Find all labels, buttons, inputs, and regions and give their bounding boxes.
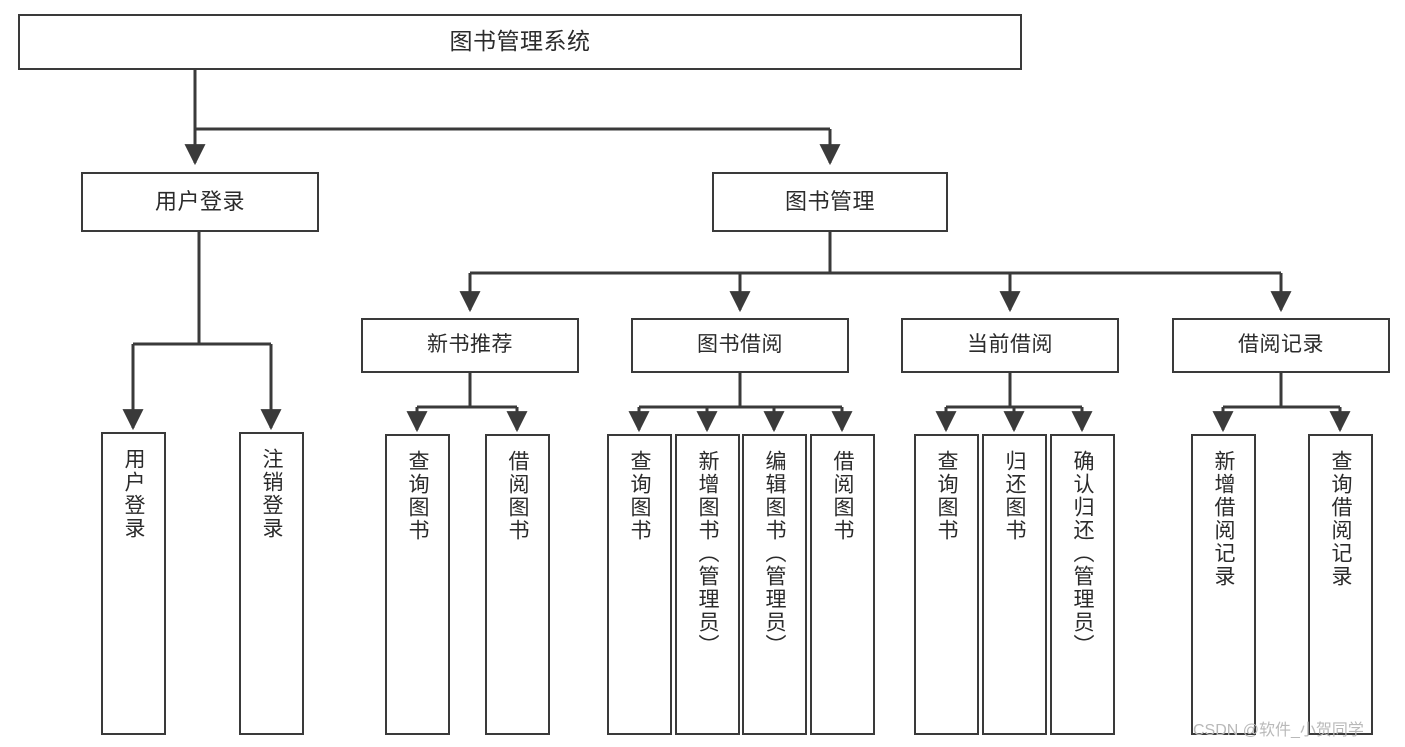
node-label: 图书管理	[784, 189, 875, 215]
leaf-current-return-book[interactable]: 归还图书	[982, 434, 1047, 735]
node-label: 查询图书	[406, 450, 429, 542]
node-book-management[interactable]: 图书管理	[712, 172, 948, 232]
node-label: 借阅图书	[831, 450, 854, 542]
node-label: 新书推荐	[427, 333, 513, 357]
node-label: 编辑图书（管理员）	[763, 450, 786, 657]
node-label: 借阅记录	[1238, 333, 1324, 357]
node-label: 确认归还（管理员）	[1071, 450, 1094, 657]
node-label: 用户登录	[154, 189, 245, 215]
node-label: 用户登录	[122, 448, 145, 540]
node-label: 注销登录	[260, 448, 283, 540]
node-label: 图书管理系统	[449, 28, 591, 55]
node-label: 查询借阅记录	[1329, 450, 1352, 588]
node-label: 归还图书	[1003, 450, 1026, 542]
leaf-record-add-record[interactable]: 新增借阅记录	[1191, 434, 1256, 735]
leaf-new-book-borrow[interactable]: 借阅图书	[485, 434, 550, 735]
node-current-borrow[interactable]: 当前借阅	[901, 318, 1119, 373]
csdn-watermark: CSDN @软件_小贺同学	[1193, 722, 1364, 739]
node-label: 当前借阅	[967, 333, 1053, 357]
node-label: 借阅图书	[506, 450, 529, 542]
node-label: 查询图书	[628, 450, 651, 542]
node-root-system[interactable]: 图书管理系统	[18, 14, 1022, 70]
node-borrow-record[interactable]: 借阅记录	[1172, 318, 1390, 373]
leaf-new-book-query[interactable]: 查询图书	[385, 434, 450, 735]
leaf-borrow-query-book[interactable]: 查询图书	[607, 434, 672, 735]
node-user-login[interactable]: 用户登录	[81, 172, 319, 232]
node-label: 图书借阅	[697, 333, 783, 357]
leaf-user-login-logout[interactable]: 注销登录	[239, 432, 304, 735]
leaf-current-confirm-return-admin[interactable]: 确认归还（管理员）	[1050, 434, 1115, 735]
leaf-user-login-login[interactable]: 用户登录	[101, 432, 166, 735]
node-book-borrow[interactable]: 图书借阅	[631, 318, 849, 373]
node-new-book-recommend[interactable]: 新书推荐	[361, 318, 579, 373]
leaf-borrow-borrow-book[interactable]: 借阅图书	[810, 434, 875, 735]
node-label: 新增图书（管理员）	[696, 450, 719, 657]
leaf-record-query-record[interactable]: 查询借阅记录	[1308, 434, 1373, 735]
leaf-borrow-edit-book-admin[interactable]: 编辑图书（管理员）	[742, 434, 807, 735]
node-label: 新增借阅记录	[1212, 450, 1235, 588]
leaf-borrow-add-book-admin[interactable]: 新增图书（管理员）	[675, 434, 740, 735]
leaf-current-query-book[interactable]: 查询图书	[914, 434, 979, 735]
node-label: 查询图书	[935, 450, 958, 542]
